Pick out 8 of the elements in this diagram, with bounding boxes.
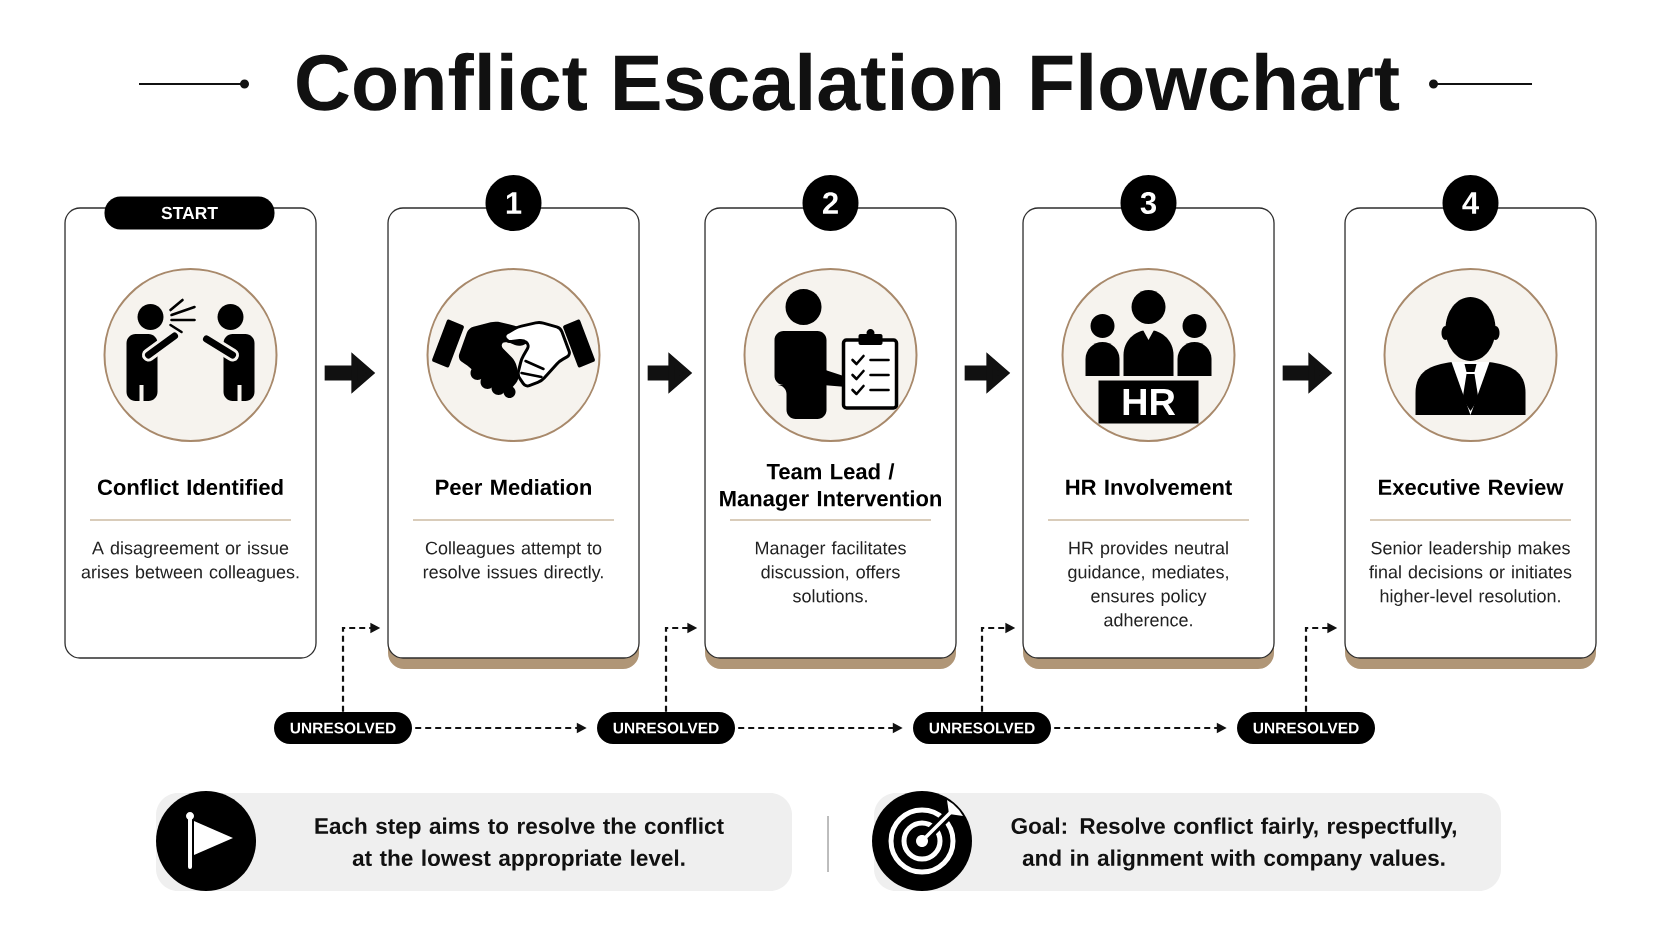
pill-label: UNRESOLVED: [1237, 712, 1375, 744]
pill-label: START: [104, 196, 275, 230]
title: Conflict Escalation Flowchart: [297, 52, 1400, 111]
step-heading: Conflict Identified: [97, 478, 283, 496]
pill-label: UNRESOLVED: [274, 712, 412, 744]
step-description: A disagreement or issue arises between colleagues.: [81, 541, 299, 582]
pill-label: UNRESOLVED: [913, 712, 1051, 744]
pill-label: UNRESOLVED: [597, 712, 735, 744]
